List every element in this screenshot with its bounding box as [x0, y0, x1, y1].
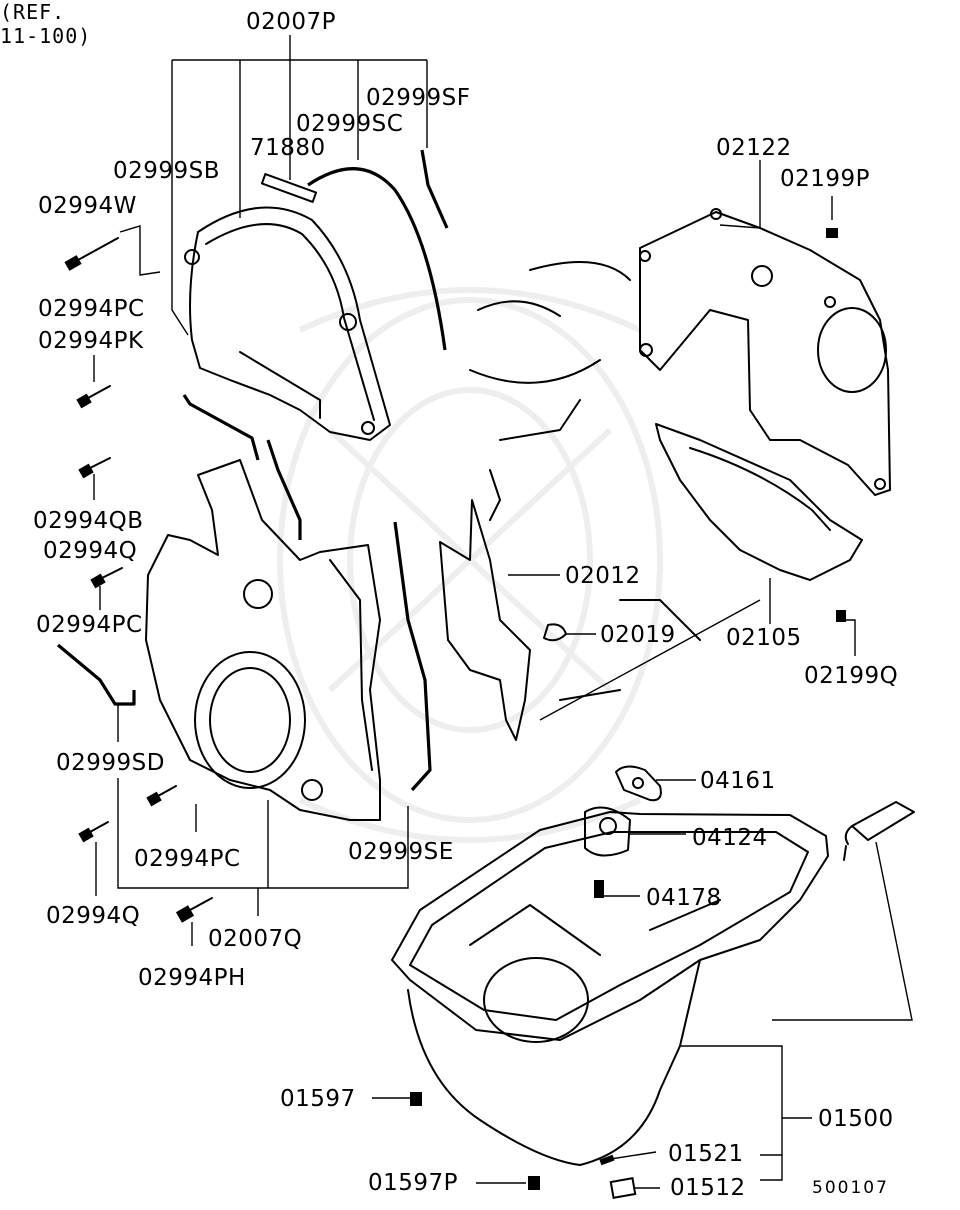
label-02007P[interactable]: 02007P	[246, 9, 337, 35]
label-01500[interactable]: 01500	[818, 1106, 894, 1132]
label-02994Q-a[interactable]: 02994Q	[43, 538, 138, 564]
reference-line-2: 11-100)	[0, 24, 92, 48]
label-02012[interactable]: 02012	[565, 563, 641, 589]
label-02199Q[interactable]: 02199Q	[804, 663, 899, 689]
label-02994W[interactable]: 02994W	[38, 193, 137, 219]
label-02999SD[interactable]: 02999SD	[56, 750, 165, 776]
bolts	[64, 228, 846, 1199]
label-02122[interactable]: 02122	[716, 135, 792, 161]
bell-housing-cover	[655, 423, 863, 581]
label-02999SC[interactable]: 02999SC	[296, 111, 404, 137]
label-02999SE[interactable]: 02999SE	[348, 839, 454, 865]
label-02994PC-b[interactable]: 02994PC	[36, 612, 143, 638]
seal-strips	[56, 149, 449, 792]
label-02199P[interactable]: 02199P	[780, 166, 871, 192]
label-02019[interactable]: 02019	[600, 622, 676, 648]
leader-lines	[93, 35, 913, 1189]
label-04178[interactable]: 04178	[646, 885, 722, 911]
label-02994PC-a[interactable]: 02994PC	[38, 296, 145, 322]
front-bracket	[439, 499, 567, 741]
label-01512[interactable]: 01512	[670, 1175, 746, 1201]
oil-pan	[391, 811, 829, 1166]
label-04161[interactable]: 04161	[700, 768, 776, 794]
label-02999SF[interactable]: 02999SF	[366, 85, 471, 111]
label-02994QB[interactable]: 02994QB	[33, 508, 144, 534]
engine-block-outline	[469, 261, 701, 701]
watermark-logo	[277, 287, 663, 843]
upper-timing-cover	[184, 206, 391, 441]
lower-timing-cover	[145, 459, 381, 821]
catalog-code: 500107	[812, 1178, 889, 1198]
label-02105[interactable]: 02105	[726, 625, 802, 651]
rear-plate	[639, 208, 891, 496]
reference-line-1: (REF.	[0, 0, 66, 24]
label-71880[interactable]: 71880	[250, 135, 326, 161]
label-01597P[interactable]: 01597P	[368, 1170, 459, 1196]
label-04124[interactable]: 04124	[692, 825, 768, 851]
oil-strainer	[584, 765, 662, 857]
label-02994PH[interactable]: 02994PH	[138, 965, 246, 991]
label-01597[interactable]: 01597	[280, 1086, 356, 1112]
label-01521[interactable]: 01521	[668, 1141, 744, 1167]
label-02007Q[interactable]: 02007Q	[208, 926, 303, 952]
label-02994PC-c[interactable]: 02994PC	[134, 846, 241, 872]
sealant-tube-icon	[843, 801, 915, 861]
label-02994PK[interactable]: 02994PK	[38, 328, 144, 354]
label-02994Q-b[interactable]: 02994Q	[46, 903, 141, 929]
label-02999SB[interactable]: 02999SB	[113, 158, 221, 184]
